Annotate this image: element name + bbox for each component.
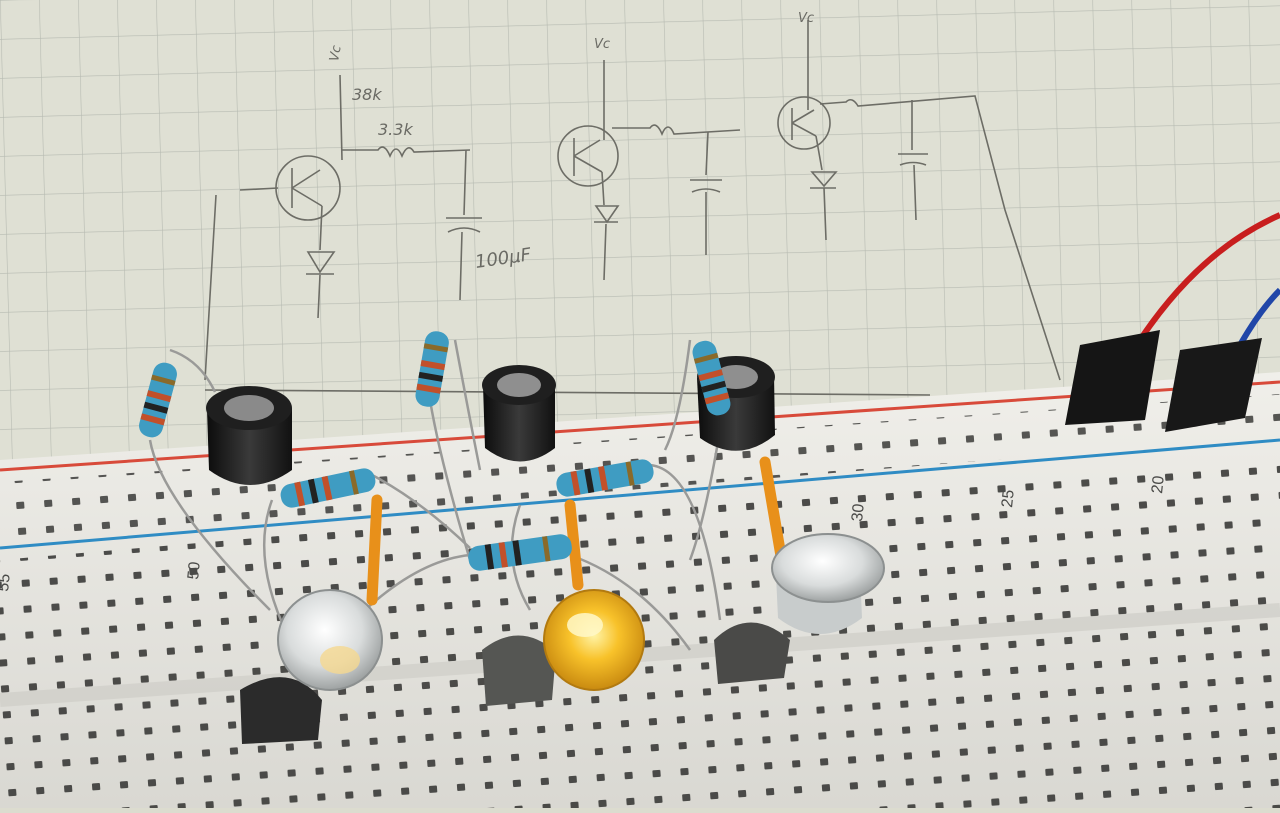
led-middle-lit: [543, 589, 645, 691]
column-numbers: 55 50 30 25 20: [0, 475, 1168, 593]
transistor-2: [482, 635, 556, 706]
resistor-6: [692, 340, 731, 416]
column-number-30: 30: [849, 503, 868, 523]
orange-jumpers: [366, 456, 788, 606]
resistors: [139, 331, 731, 571]
capacitor-2: [482, 365, 556, 462]
column-number-55: 55: [0, 573, 14, 593]
leds: [277, 533, 885, 691]
transistor-3: [714, 622, 790, 684]
capacitor-1: [206, 386, 292, 485]
column-number-25: 25: [999, 489, 1018, 509]
supply-label-1: Vc: [327, 44, 345, 62]
resistor-4: [556, 459, 654, 497]
resistor-5: [468, 534, 572, 571]
led-right: [771, 533, 885, 634]
transistors: [240, 622, 790, 744]
resistor-label-3-3k: 3.3k: [378, 120, 413, 139]
electrolytic-capacitors: [206, 356, 775, 485]
power-leads: [1065, 212, 1280, 432]
resistor-label-38k: 38k: [352, 85, 382, 104]
column-number-20: 20: [1149, 475, 1168, 495]
transistor-1: [240, 677, 322, 744]
circuit-sketch: [204, 20, 1061, 396]
supply-label-3: Vc: [798, 11, 814, 26]
led-left: [277, 589, 383, 691]
resistor-1: [139, 362, 177, 438]
resistor-3: [415, 331, 449, 407]
resistor-2: [280, 468, 376, 508]
supply-label-2: Vc: [594, 37, 610, 52]
column-number-50: 50: [185, 561, 204, 581]
